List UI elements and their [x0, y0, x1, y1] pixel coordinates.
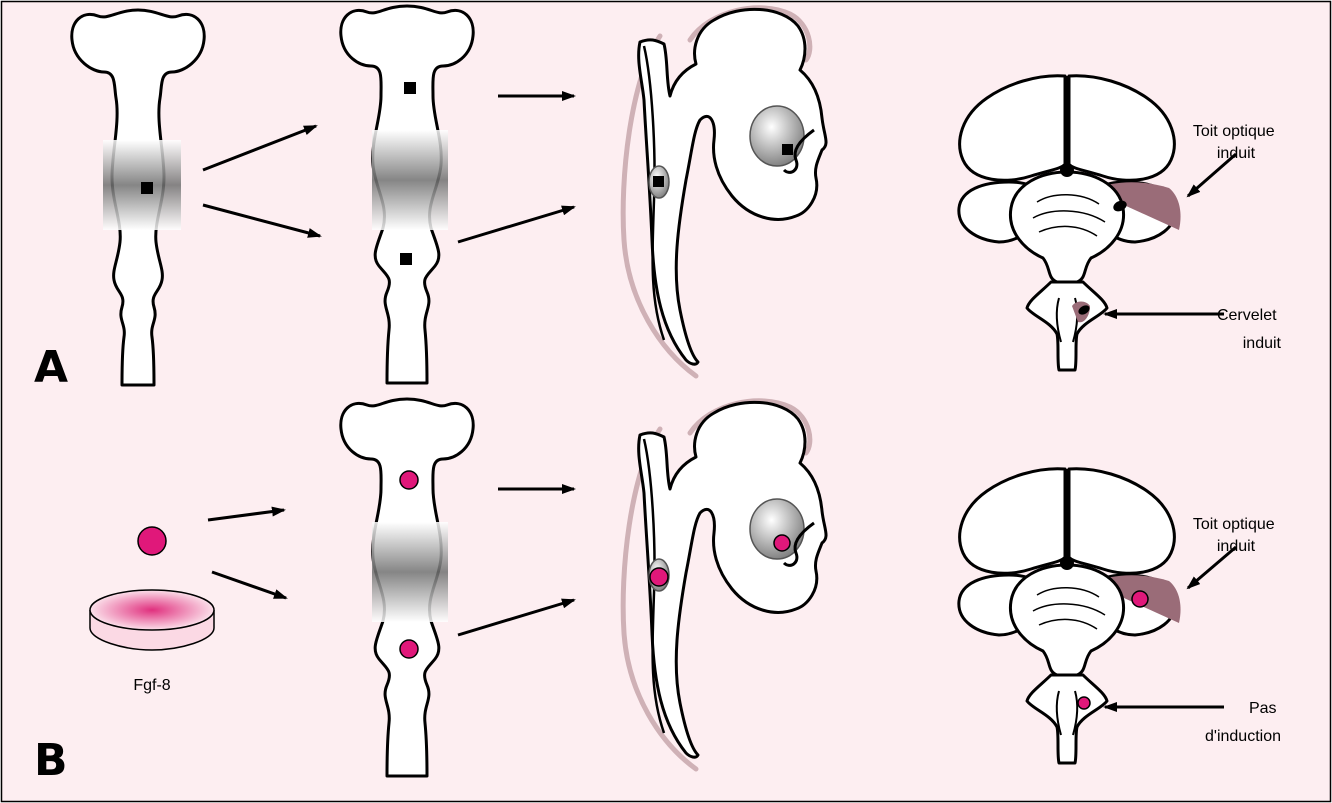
fgf8-bead [138, 527, 166, 555]
fgf8-label: Fgf-8 [133, 677, 170, 694]
bead-graft-caudal [400, 640, 418, 658]
graft-square-caudal [400, 253, 412, 265]
bead-graft-rostral [400, 471, 418, 489]
induced-tectum-bead-b [1132, 591, 1148, 607]
graft-square-hindbrain [653, 176, 664, 187]
panel-letter-a: A [34, 342, 68, 393]
label-bottom-b-line1: Pas [1249, 700, 1277, 717]
label-top-b-line1: Toit optique [1193, 516, 1275, 533]
graft-square-source [141, 182, 153, 194]
bead-no-induction-b [1078, 697, 1090, 709]
isthmus-region-late-a [372, 130, 448, 230]
culture-dish [90, 590, 214, 650]
label-bottom-a-line1: Cervelet [1217, 307, 1277, 324]
label-bottom-a-line2: induit [1243, 335, 1282, 352]
bead-hindbrain [650, 568, 668, 586]
graft-square-rostral [404, 82, 416, 94]
label-top-a-line1: Toit optique [1193, 123, 1275, 140]
label-bottom-b-line2: d'induction [1205, 728, 1281, 745]
isthmus-region-b [372, 522, 448, 622]
bead-tectum [774, 535, 790, 551]
label-top-b-line2: induit [1217, 538, 1256, 555]
graft-square-tectum [782, 144, 793, 155]
label-top-a-line2: induit [1217, 145, 1256, 162]
panel-letter-b: B [34, 735, 68, 786]
